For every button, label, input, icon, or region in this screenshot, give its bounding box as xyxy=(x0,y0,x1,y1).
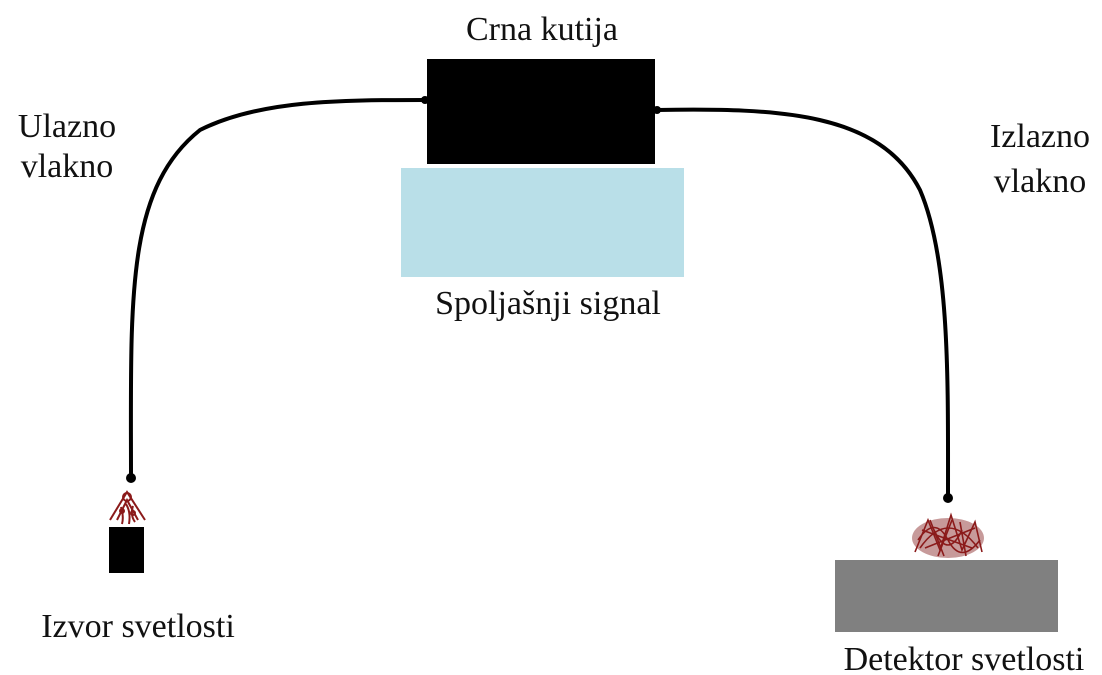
light-source-label: Izvor svetlosti xyxy=(41,608,235,645)
external-signal-label: Spoljašnji signal xyxy=(435,285,661,322)
output-fiber-connector-dot xyxy=(653,106,661,114)
black-box xyxy=(427,59,655,164)
external-signal-block xyxy=(401,168,684,277)
input-fiber-label-line2: vlakno xyxy=(21,148,114,185)
input-fiber-connector-dot xyxy=(421,96,429,104)
light-source xyxy=(109,527,144,573)
output-fiber xyxy=(655,107,951,500)
input-fiber-label-line1: Ulazno xyxy=(18,108,116,145)
input-fiber-end-dot xyxy=(126,473,136,483)
light-detector xyxy=(835,560,1058,632)
scattered-light-icon xyxy=(912,512,984,558)
output-fiber-label-line1: Izlazno xyxy=(990,118,1090,155)
output-fiber-end-dot xyxy=(943,493,953,503)
light-rays-icon xyxy=(109,490,146,525)
output-fiber-label-line2: vlakno xyxy=(994,163,1087,200)
input-fiber xyxy=(128,98,427,480)
light-detector-label: Detektor svetlosti xyxy=(844,641,1085,675)
black-box-label: Crna kutija xyxy=(466,11,618,48)
